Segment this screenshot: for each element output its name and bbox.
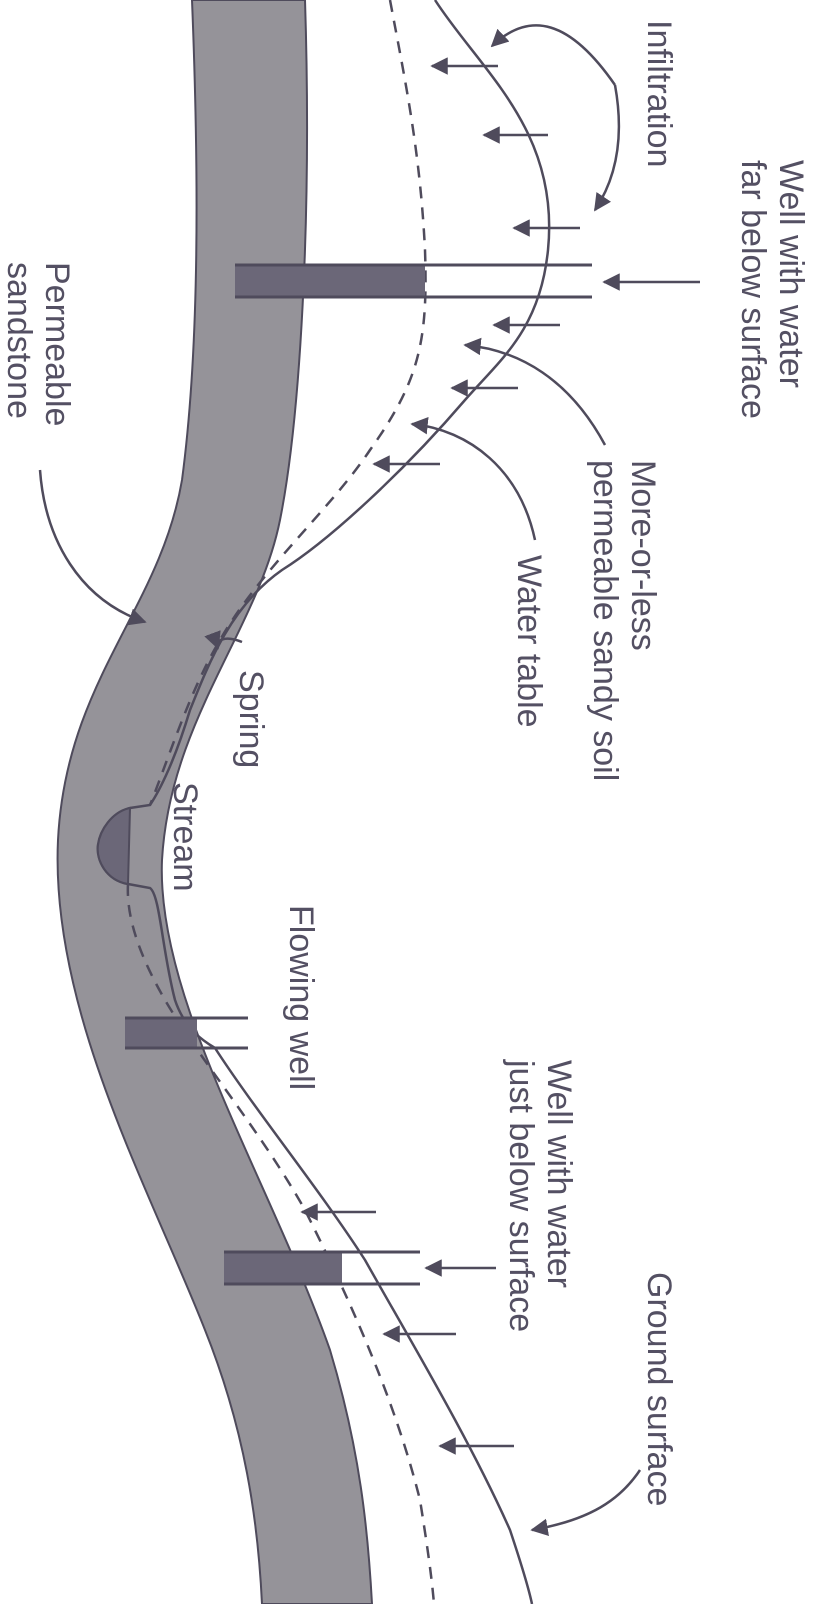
permeable-sandstone-label-line2: sandstone bbox=[0, 262, 38, 419]
infiltration-label: Infiltration bbox=[640, 20, 678, 167]
well-near-label-line1: Well with water bbox=[540, 1060, 578, 1288]
permeable-sandstone-label-line1: Permeable bbox=[38, 262, 76, 426]
infiltration-label-text: Infiltration bbox=[640, 20, 678, 167]
ground-surface-label-text: Ground surface bbox=[640, 1272, 678, 1506]
ground-surface-label: Ground surface bbox=[640, 1272, 678, 1506]
well-far-label-line2: far below surface bbox=[734, 160, 772, 419]
well-far-label-line1: Well with water bbox=[772, 160, 810, 388]
flowing-well-label-text: Flowing well bbox=[282, 905, 320, 1090]
well-far-water bbox=[235, 265, 425, 297]
well-near-water bbox=[224, 1252, 342, 1284]
sandy-soil-label-line1: More-or-less bbox=[624, 460, 662, 651]
flowing-well-label: Flowing well bbox=[282, 905, 320, 1090]
stream-label-text: Stream bbox=[166, 782, 204, 892]
spring-label-text: Spring bbox=[232, 670, 270, 768]
well-far-label: Well with water far below surface bbox=[734, 160, 810, 419]
water-table-label-text: Water table bbox=[510, 555, 548, 728]
spring-label: Spring bbox=[232, 670, 270, 768]
well-near-label: Well with water just below surface bbox=[502, 1059, 578, 1332]
well-near-label-line2: just below surface bbox=[502, 1059, 540, 1332]
stream-label: Stream bbox=[166, 782, 204, 892]
water-table-label: Water table bbox=[510, 555, 548, 728]
flowing-well-water bbox=[125, 1018, 197, 1048]
permeable-sandstone-label: Permeable sandstone bbox=[0, 262, 76, 436]
sandy-soil-label-line2: permeable sandy soil bbox=[586, 460, 624, 781]
